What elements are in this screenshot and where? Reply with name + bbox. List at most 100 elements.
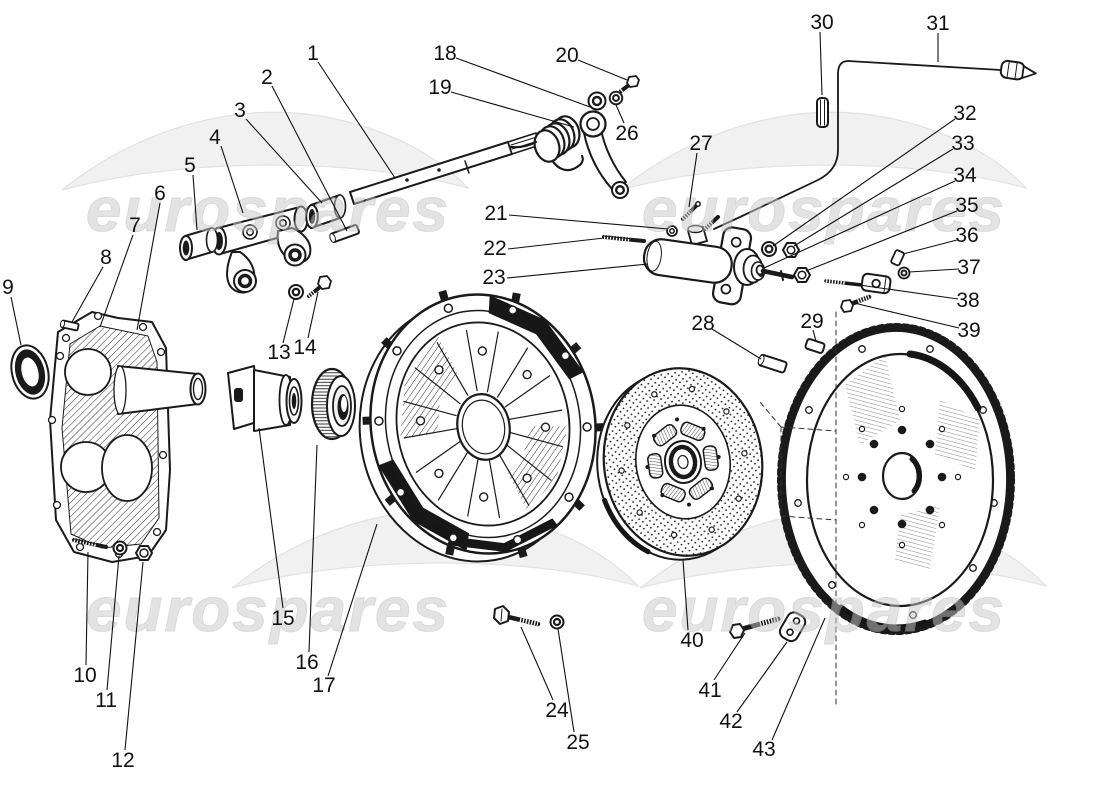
clutch-fork-drawing [211,205,312,294]
part-number-18: 18 [433,42,456,65]
leader-line-42 [736,641,788,713]
part-number-40: 40 [680,629,703,652]
part-number-20: 20 [555,44,578,67]
part-number-10: 10 [73,664,96,687]
leader-line-26 [615,104,625,124]
pushrod-drawing [755,264,795,281]
bolt-41-drawing [729,616,781,639]
leader-line-43 [771,617,826,741]
leader-line-6 [136,202,161,331]
part-number-14: 14 [293,336,317,359]
bleed-screw-drawing [681,201,701,221]
leader-line-2 [271,85,348,232]
leader-line-30 [819,31,823,96]
part-number-22: 22 [483,237,506,260]
pressure-plate-drawing [358,289,604,563]
pin-2-drawing [329,224,360,243]
part-number-7: 7 [129,214,141,237]
part-number-5: 5 [184,154,196,177]
part-number-38: 38 [956,289,979,312]
part-number-43: 43 [752,738,775,761]
part-number-17: 17 [312,674,335,697]
washer-13-drawing [288,284,304,300]
leader-line-33 [793,148,954,247]
clutch-disc-drawing [596,367,764,561]
part-number-11: 11 [95,689,117,712]
leader-line-4 [220,145,244,214]
leader-line-11 [106,555,120,691]
leader-line-13 [282,298,295,344]
leader-line-7 [99,234,134,328]
release-lever-drawing [579,91,629,199]
bolt-14-drawing [306,275,332,299]
leader-line-5 [192,174,198,231]
part-number-30: 30 [810,11,833,34]
torsion-spring-drawing [509,115,584,172]
watermark-text: eurospares [86,576,450,645]
leader-line-37 [908,268,960,273]
part-number-21: 21 [484,202,507,225]
bracket-42-drawing [778,611,807,643]
part-number-28: 28 [691,312,714,335]
part-number-35: 35 [955,194,978,217]
bolt-39-drawing [840,294,872,313]
part-number-19: 19 [428,76,451,99]
leader-line-32 [772,118,956,247]
leader-line-12 [124,561,144,751]
bearing-carrier-drawing [227,365,303,432]
leader-line-40 [682,559,689,631]
part-number-3: 3 [234,99,246,122]
leader-line-23 [506,263,649,279]
dowel-pin-drawing [59,319,80,332]
leader-line-19 [450,91,575,128]
leader-line-24 [520,626,554,701]
leader-line-35 [805,210,958,272]
part-number-6: 6 [154,182,166,205]
leader-line-38 [851,283,959,300]
part-number-34: 34 [953,164,977,187]
bolt-24-drawing [493,605,541,627]
part-number-42: 42 [719,710,742,733]
leader-line-21 [508,214,669,230]
leader-line-39 [853,302,960,329]
leader-line-9 [10,296,22,346]
clutch-pipe-drawing [713,59,1037,230]
washer-26-drawing [608,90,624,106]
washer-37-drawing [897,266,911,280]
watermark-text: eurospares [642,576,1006,645]
leader-line-15 [258,427,284,609]
leader-line-10 [85,551,89,666]
bushing-drawing [179,227,219,261]
part-number-23: 23 [482,266,505,289]
release-bearing-drawing [310,367,356,441]
part-number-39: 39 [957,319,980,342]
slave-cylinder-drawing [642,201,766,306]
part-number-16: 16 [295,651,318,674]
part-number-29: 29 [800,310,823,333]
washer-25-drawing [549,614,565,630]
flywheel-drawing [759,311,1015,709]
washer-11-drawing [112,540,128,556]
stud-22-drawing [602,235,646,243]
watermark-text-layer: eurospares eurospares eurospares eurospa… [86,176,1006,646]
part-number-41: 41 [698,679,721,702]
seal-ring-drawing [10,344,50,400]
leader-line-3 [245,118,323,204]
part-number-13: 13 [267,341,290,364]
leader-line-8 [71,266,104,323]
part-number-37: 37 [957,256,980,279]
leader-line-34 [763,180,956,269]
part-number-15: 15 [271,607,294,630]
leader-line-16 [308,444,318,653]
leader-line-1 [317,61,396,179]
pin-30-drawing [816,97,829,128]
part-number-32: 32 [953,102,976,125]
part-number-12: 12 [111,749,134,772]
part-number-4: 4 [209,126,221,149]
leader-line-17 [327,523,378,677]
pin-29-drawing [804,338,826,354]
leader-line-22 [507,237,605,250]
part-number-36: 36 [955,224,978,247]
leader-line-14 [307,291,319,339]
